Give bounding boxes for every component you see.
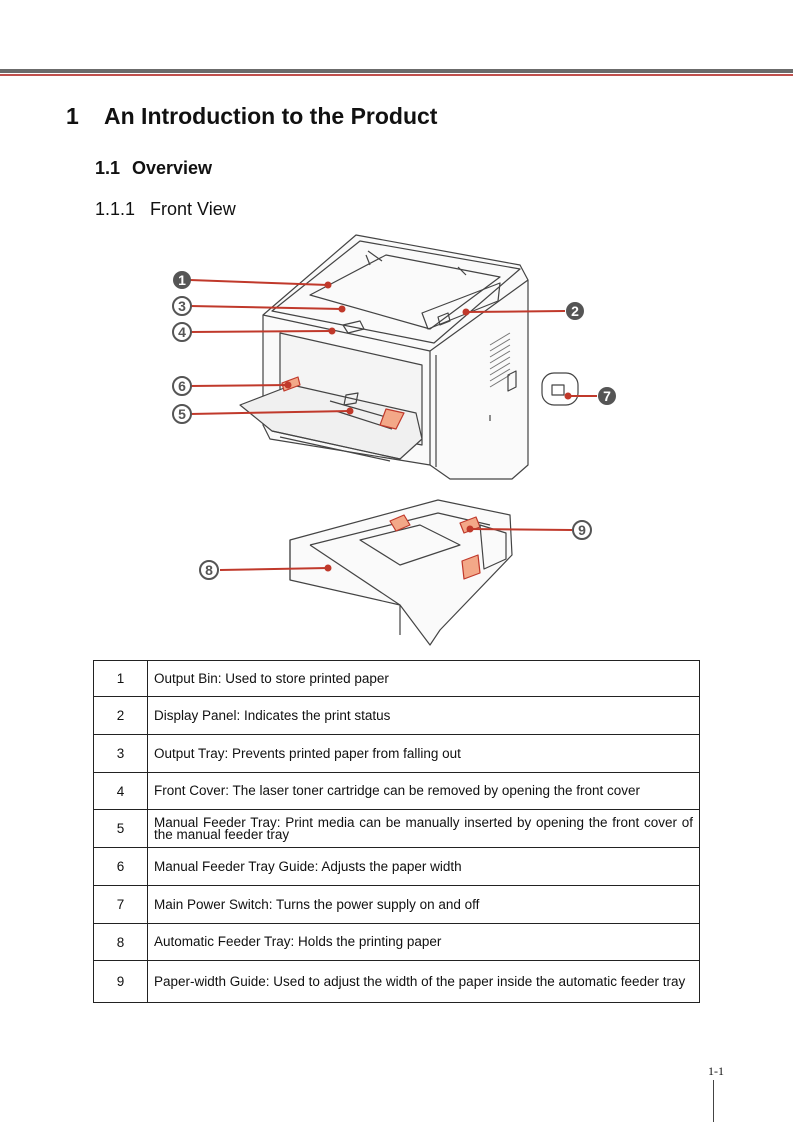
part-description: Manual Feeder Tray Guide: Adjusts the pa… [147,847,700,886]
header-rule-dark [0,69,793,73]
svg-text:3: 3 [178,298,186,314]
part-number: 3 [93,734,148,773]
printer-illustration [239,234,579,480]
part-number: 5 [93,809,148,848]
chapter-title: An Introduction to the Product [104,103,438,129]
part-description: Main Power Switch: Turns the power suppl… [147,885,700,924]
table-row: 2 Display Panel: Indicates the print sta… [93,696,700,735]
table-row: 5 Manual Feeder Tray: Print media can be… [93,809,700,848]
chapter-heading: 1 An Introduction to the Product [66,103,437,130]
part-description: Automatic Feeder Tray: Holds the printin… [147,923,700,961]
subsection-heading: 1.1.1 Front View [95,199,236,220]
svg-text:5: 5 [178,406,186,422]
page-number: 1-1 [708,1064,724,1078]
callout-1: 1 [173,271,191,289]
callout-3: 3 [172,296,192,316]
callout-8: 8 [199,560,219,580]
callout-5: 5 [172,404,192,424]
chapter-number: 1 [66,103,79,129]
part-number: 6 [93,847,148,886]
svg-text:8: 8 [205,562,213,578]
section-heading: 1.1 Overview [95,158,212,179]
part-number: 9 [93,960,148,1003]
svg-text:1: 1 [178,272,186,288]
part-description: Front Cover: The laser toner cartridge c… [147,772,700,810]
svg-text:7: 7 [603,388,611,404]
part-number: 1 [93,660,148,697]
header-rule-accent [0,74,793,76]
subsection-title: Front View [150,199,236,219]
callout-7: 7 [598,387,616,405]
part-description: Output Bin: Used to store printed paper [147,660,700,697]
table-row: 6 Manual Feeder Tray Guide: Adjusts the … [93,847,700,886]
table-row: 8 Automatic Feeder Tray: Holds the print… [93,923,700,961]
printer-front-view-diagram: 1 3 4 6 5 2 7 8 9 [172,234,616,646]
table-row: 7 Main Power Switch: Turns the power sup… [93,885,700,924]
svg-text:6: 6 [178,378,186,394]
part-number: 7 [93,885,148,924]
table-row: 3 Output Tray: Prevents printed paper fr… [93,734,700,773]
part-description: Display Panel: Indicates the print statu… [147,696,700,735]
svg-text:4: 4 [178,324,186,340]
section-title: Overview [132,158,213,178]
parts-table: 1 Output Bin: Used to store printed pape… [93,660,700,1003]
part-number: 2 [93,696,148,735]
callout-4: 4 [172,322,192,342]
callout-6: 6 [172,376,192,396]
section-number: 1.1 [95,158,121,178]
callout-9: 9 [572,520,592,540]
table-row: 9 Paper-width Guide: Used to adjust the … [93,960,700,1003]
footer-rule [713,1080,714,1122]
table-row: 4 Front Cover: The laser toner cartridge… [93,772,700,810]
part-number: 4 [93,772,148,810]
paper-cassette-illustration [289,499,513,646]
svg-text:9: 9 [578,522,586,538]
part-description: Paper-width Guide: Used to adjust the wi… [147,960,700,1003]
part-description: Manual Feeder Tray: Print media can be m… [147,809,700,848]
table-row: 1 Output Bin: Used to store printed pape… [93,660,700,697]
svg-text:2: 2 [571,303,579,319]
callout-2: 2 [566,302,584,320]
part-number: 8 [93,923,148,961]
part-description: Output Tray: Prevents printed paper from… [147,734,700,773]
subsection-number: 1.1.1 [95,199,136,219]
